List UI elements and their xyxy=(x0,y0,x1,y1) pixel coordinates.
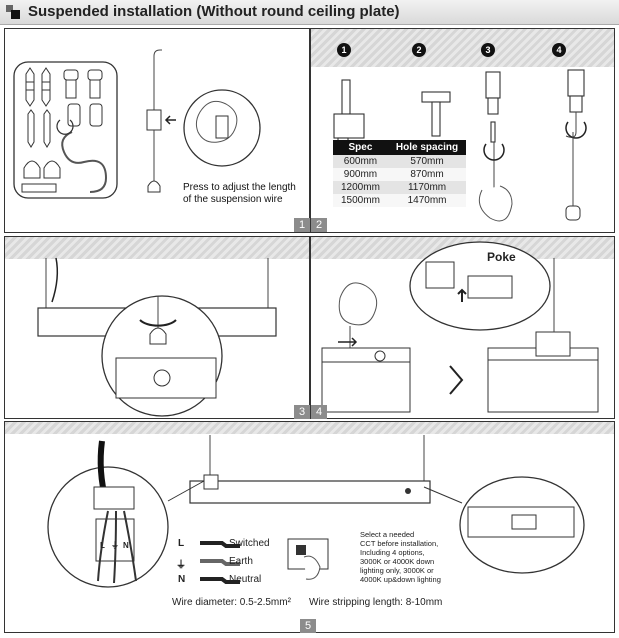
panel1-caption: Press to adjust the length of the suspen… xyxy=(183,182,296,206)
hole-spacing-cell: 1170mm xyxy=(387,181,467,194)
hole-spacing-cell: 570mm xyxy=(387,155,467,168)
spec-cell: 1500mm xyxy=(333,194,388,207)
table-row: 1500mm 1470mm xyxy=(333,194,467,207)
wire-label-neutral: Neutral xyxy=(229,574,262,585)
table-row: 1200mm 1170mm xyxy=(333,181,467,194)
table-row: 600mm 570mm xyxy=(333,155,467,168)
step-1-illustration xyxy=(13,49,261,199)
panel5-ceiling xyxy=(5,422,614,434)
step-marker-3: 3 xyxy=(481,43,495,57)
hole-spacing-cell: 870mm xyxy=(387,168,467,181)
cct-note: Select a needed CCT before installation,… xyxy=(360,530,441,584)
step-2-illustration xyxy=(333,69,587,222)
hole-spacing-cell: 1470mm xyxy=(387,194,467,207)
wire-letter-l: L xyxy=(178,538,185,549)
step-4-illustration xyxy=(321,241,599,413)
terminal-label-n: N xyxy=(123,541,129,550)
wire-stripping-text: Wire stripping length: 8-10mm xyxy=(309,597,443,608)
spec-cell: 1200mm xyxy=(333,181,388,194)
panel1-caption-line2: of the suspension wire xyxy=(183,194,283,205)
spec-table: Spec Hole spacing 600mm 570mm 900mm 870m… xyxy=(333,140,467,207)
cct-note-line: 3000K or 4000K down xyxy=(360,557,435,566)
cct-note-line: Select a needed xyxy=(360,530,415,539)
step-3-illustration xyxy=(37,257,277,417)
step-marker-2: 2 xyxy=(412,43,426,57)
step-number-4: 4 xyxy=(311,405,327,419)
page-title: Suspended installation (Without round ce… xyxy=(28,3,400,20)
step-number-5: 5 xyxy=(300,619,316,633)
spec-header: Spec xyxy=(333,140,388,155)
panel1-caption-line1: Press to adjust the length xyxy=(183,182,296,193)
cct-note-line: lighting only, 3000K or xyxy=(360,566,434,575)
spec-cell: 600mm xyxy=(333,155,388,168)
step-5-illustration xyxy=(47,435,585,588)
cct-note-line: CCT before installation, xyxy=(360,539,439,548)
spec-cell: 900mm xyxy=(333,168,388,181)
wire-letter-earth: ⏚ xyxy=(176,560,186,571)
wire-label-earth: Earth xyxy=(229,556,253,567)
header-square-icon xyxy=(6,5,20,19)
wire-label-switched: Switched xyxy=(229,538,270,549)
step-number-2: 2 xyxy=(311,218,327,232)
wire-diameter-text: Wire diameter: 0.5-2.5mm² xyxy=(172,597,291,608)
header-bar xyxy=(0,0,619,25)
cct-note-line: 4000K up&down lighting xyxy=(360,575,441,584)
table-row: 900mm 870mm xyxy=(333,168,467,181)
terminal-label-earth: ⏚ xyxy=(111,541,119,550)
step-marker-4: 4 xyxy=(552,43,566,57)
wire-letter-n: N xyxy=(178,574,186,585)
step-marker-1: 1 xyxy=(337,43,351,57)
terminal-label-l: L xyxy=(100,541,105,550)
hole-spacing-header: Hole spacing xyxy=(387,140,467,155)
step-number-3: 3 xyxy=(294,405,310,419)
poke-label: Poke xyxy=(487,250,516,264)
step-number-1: 1 xyxy=(294,218,310,232)
cct-note-line: Including 4 options, xyxy=(360,548,425,557)
panel3-ceiling xyxy=(5,237,309,259)
